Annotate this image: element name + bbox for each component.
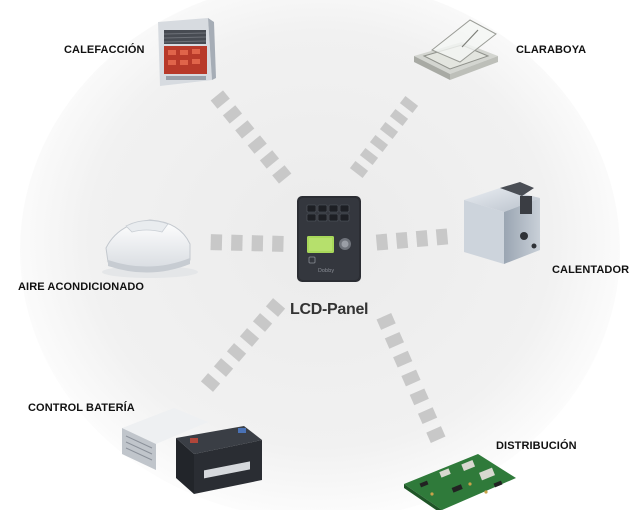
connector-dash-battery [239,328,260,347]
connector-dash-skylight [399,96,419,113]
connector-dash-water-heater [415,230,429,248]
panel-caption: LCD-Panel [290,301,369,318]
connector-dash-distribution [417,407,438,425]
connector-dash-battery [265,298,286,317]
connector-dash-distribution [384,331,405,349]
connector-dash-distribution [376,313,396,330]
connector-dash-air [210,234,223,251]
connector-dash-skylight [349,161,369,178]
connector-dash-water-heater [395,231,409,249]
connector-lines [200,90,449,443]
circuit-board-icon [404,454,516,510]
connector-dash-water-heater [435,228,449,246]
connector-dash-heating [272,165,292,184]
connector-dash-distribution [426,426,446,443]
connector-dash-distribution [409,388,429,406]
connector-dash-battery [213,358,234,377]
connector-dash-battery [226,343,247,362]
connector-dash-heating [210,90,230,109]
label-calentador: CALENTADOR [552,264,630,276]
connector-dash-water-heater [375,233,389,251]
connector-dash-heating [235,120,255,139]
connector-dash-skylight [389,109,409,126]
connector-dash-battery [200,373,221,392]
connector-dash-skylight [379,122,399,139]
connector-dash-skylight [369,135,389,152]
connector-dash-heating [222,105,243,124]
connector-dash-air [231,234,243,251]
connector-dash-heating [259,150,280,169]
skylight-icon [414,19,498,80]
connector-dash-air [251,235,264,252]
label-calefaccion: CALEFACCIÓN [64,44,145,56]
water-heater-icon [464,182,540,264]
connector-dash-distribution [393,350,413,368]
connector-dash-air [272,235,284,252]
label-claraboya: CLARABOYA [516,44,587,56]
panel-brand-mark: Dobby [318,268,334,274]
air-conditioner-icon [102,219,198,278]
connector-dash-battery [252,313,273,332]
connector-dash-skylight [359,148,379,165]
label-control-bateria: CONTROL BATERÍA [28,402,135,414]
label-distribucion: DISTRIBUCIÓN [496,440,577,452]
heater-icon [158,18,216,86]
lcd-control-panel-icon: Dobby [297,196,361,282]
connector-dash-heating [247,135,267,154]
label-aire-acondicionado: AIRE ACONDICIONADO [18,281,145,293]
connector-dash-distribution [401,369,421,387]
battery-icon [122,408,262,494]
